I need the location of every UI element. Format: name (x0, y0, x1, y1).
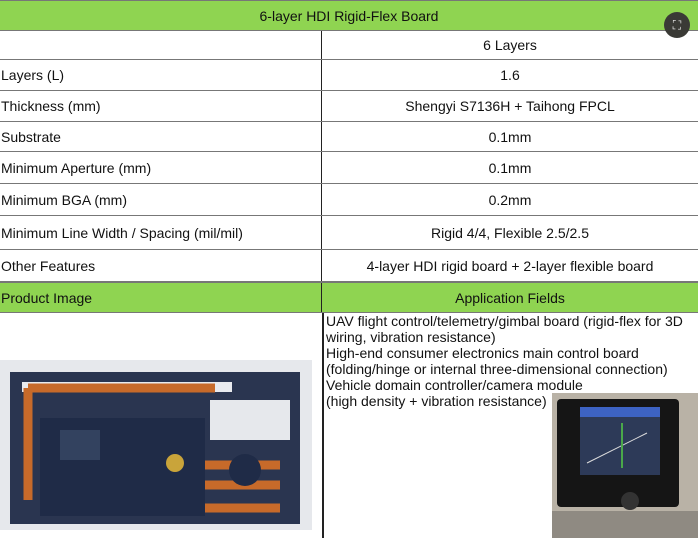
row-value: 6 Layers (483, 37, 537, 53)
column-divider (322, 313, 324, 538)
row-label: Minimum BGA (mm) (0, 184, 322, 215)
application-list: UAV flight control/telemetry/gimbal boar… (326, 313, 696, 409)
table-row: Thickness (mm) Shengyi S7136H + Taihong F… (0, 91, 698, 122)
row-label: Substrate (0, 122, 322, 151)
row-value: Rigid 4/4, Flexible 2.5/2.5 (431, 224, 589, 241)
row-label: Layers (L) (0, 60, 322, 90)
row-label: Minimum Aperture (mm) (0, 152, 322, 183)
table-row: 6 Layers (0, 31, 698, 60)
table-row: Layers (L) 1.6 (0, 60, 698, 91)
row-value: 0.1mm (488, 159, 532, 176)
pcb-product-image (0, 360, 312, 530)
application-item: Vehicle domain controller/camera module (326, 377, 583, 393)
table-row: Minimum Line Width / Spacing (mil/mil) Ri… (0, 216, 698, 250)
table-row: Other Features 4-layer HDI rigid board + … (0, 250, 698, 282)
application-item: UAV flight control/telemetry/gimbal boar… (326, 313, 683, 345)
table-title: 6-layer HDI Rigid-Flex Board (0, 0, 698, 31)
row-label: Thickness (mm) (0, 91, 322, 121)
row-value: 0.1mm (488, 128, 532, 145)
table-row: Minimum Aperture (mm) 0.1mm (0, 152, 698, 184)
application-fields-heading: Application Fields (455, 289, 565, 306)
row-value: 4-layer HDI rigid board + 2-layer flexib… (366, 257, 654, 274)
application-item: (high density + vibration resistance) (326, 393, 547, 409)
application-item: High-end consumer electronics main contr… (326, 345, 668, 377)
row-value: 1.6 (500, 67, 520, 83)
car-display-image (552, 393, 698, 538)
row-value: 0.2mm (488, 191, 532, 208)
table-row: Minimum BGA (mm) 0.2mm (0, 184, 698, 216)
product-image-heading: Product Image (0, 283, 322, 312)
section-header-row: Product Image Application Fields (0, 282, 698, 313)
table-row: Substrate 0.1mm (0, 122, 698, 152)
expand-image-icon[interactable]: ⛶ (664, 12, 690, 38)
row-label: Other Features (0, 250, 322, 281)
row-label: Minimum Line Width / Spacing (mil/mil) (0, 216, 322, 249)
row-label (0, 31, 322, 59)
row-value: Shengyi S7136H + Taihong FPCL (405, 98, 615, 114)
